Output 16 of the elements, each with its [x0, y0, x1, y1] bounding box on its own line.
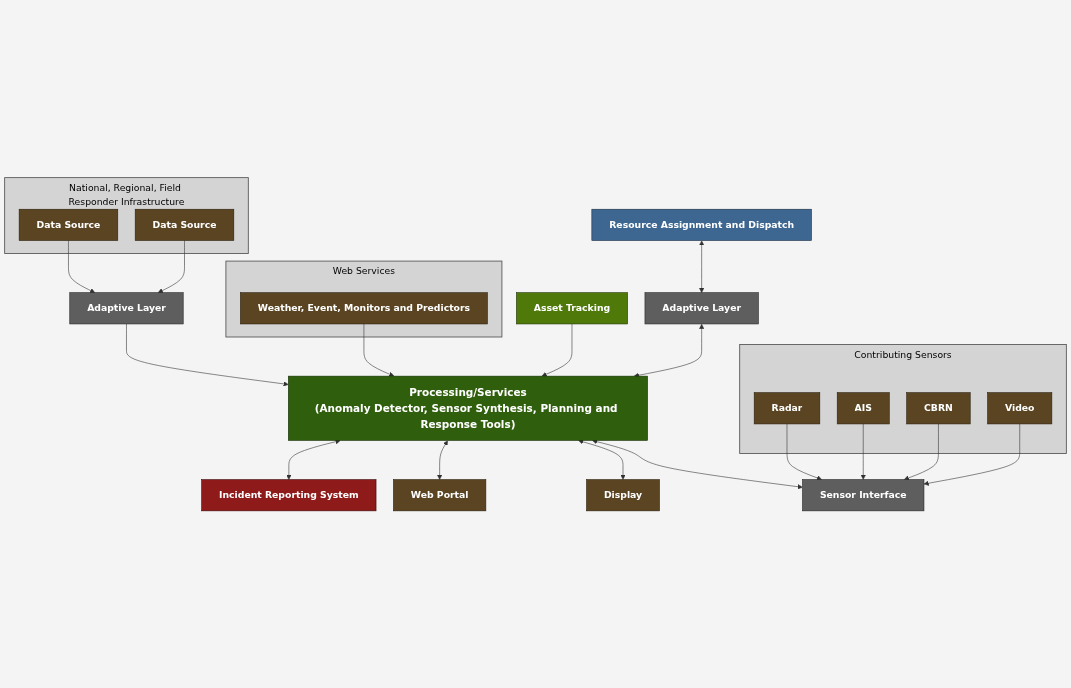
node-box: Adaptive Layer [644, 292, 759, 324]
node-box: Display [586, 479, 660, 511]
node-box: Incident Reporting System [201, 479, 377, 511]
node-box: Weather, Event, Monitors and Predictors [240, 292, 488, 324]
node-box: Data Source [18, 208, 119, 241]
node-box: Sensor Interface [802, 479, 925, 511]
node-box: CBRN [906, 392, 971, 424]
node-box: Data Source [134, 208, 235, 241]
node-box: Video [987, 392, 1053, 424]
node-box: Web Portal [393, 479, 487, 511]
node-box: Adaptive Layer [69, 292, 184, 324]
node-box: Asset Tracking [516, 292, 628, 324]
node-box: AIS [836, 392, 890, 424]
node-box: Radar [753, 392, 821, 424]
node-box: Resource Assignment and Dispatch [591, 208, 812, 241]
node-box: Processing/Services (Anomaly Detector, Sensor Synthesis, Planning and Response Tools) [288, 375, 648, 441]
